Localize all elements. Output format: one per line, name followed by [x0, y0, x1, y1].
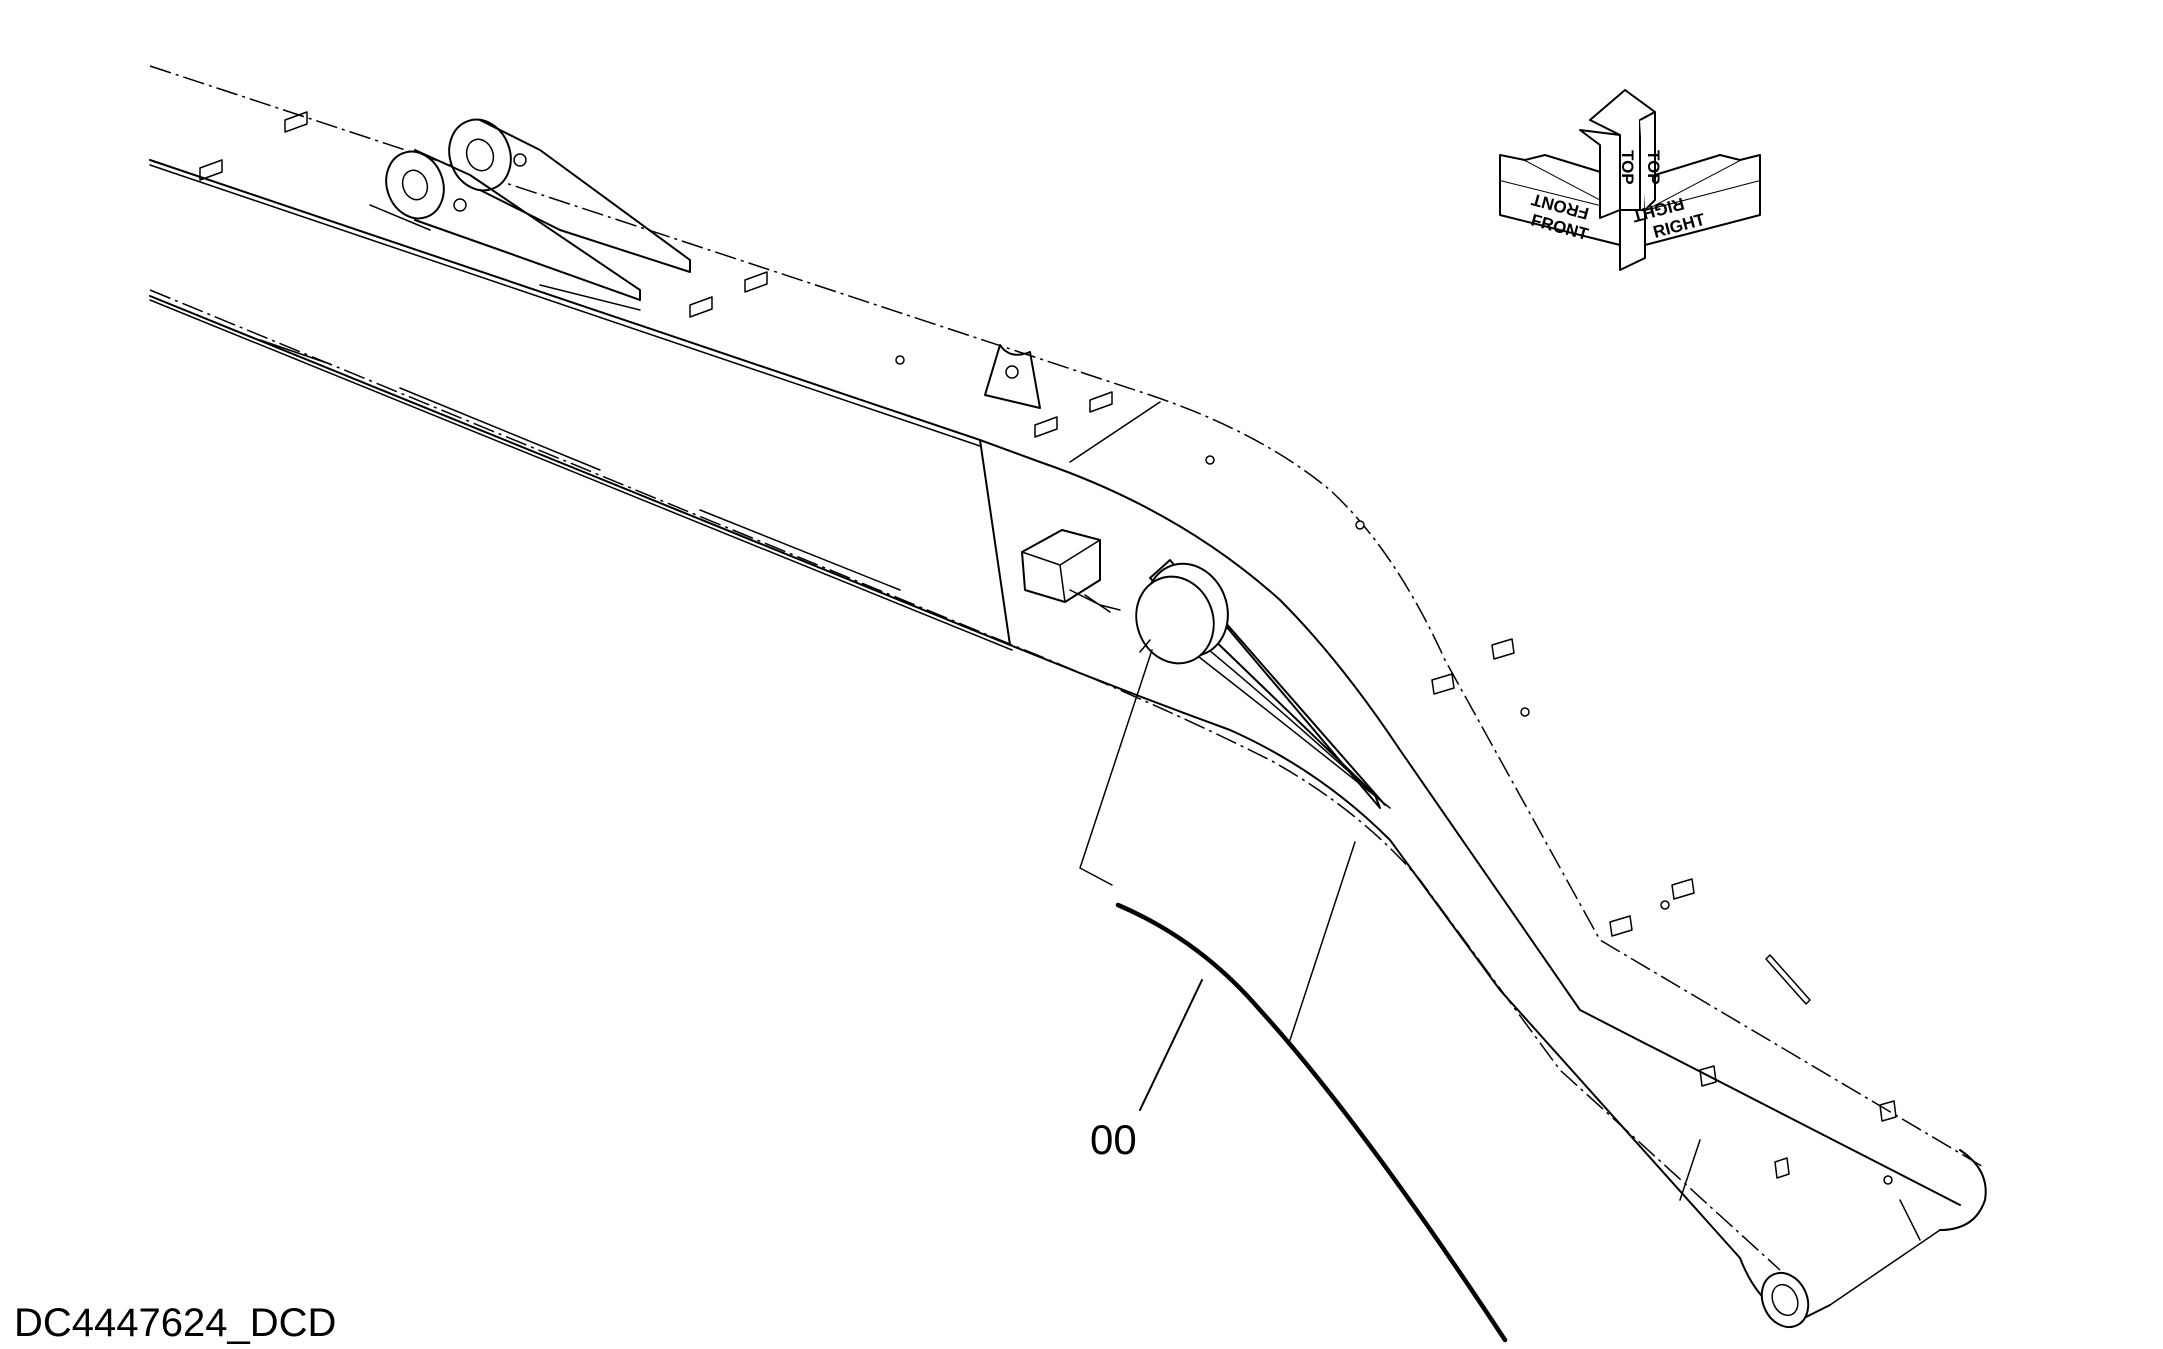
boom-tip — [1739, 1149, 1987, 1329]
boom-boss-and-sensor — [1021, 529, 1386, 809]
top-label: TOP — [1618, 150, 1637, 185]
callout-part-curve — [1115, 902, 1508, 1343]
orientation-indicator: FRONT FRONT TOP TOP RIGHT RIGHT — [1499, 89, 1761, 271]
drawing-code: DC4447624_DCD — [14, 1301, 336, 1345]
boom-outline — [149, 65, 1986, 1271]
foot-pin-brackets — [369, 118, 691, 311]
top-label-right: TOP — [1644, 150, 1663, 185]
mounting-clips — [199, 111, 1897, 1185]
callout-leader-line — [1139, 979, 1203, 1111]
callout-label: 00 — [1090, 1116, 1137, 1163]
cover-plate — [1079, 649, 1356, 1041]
